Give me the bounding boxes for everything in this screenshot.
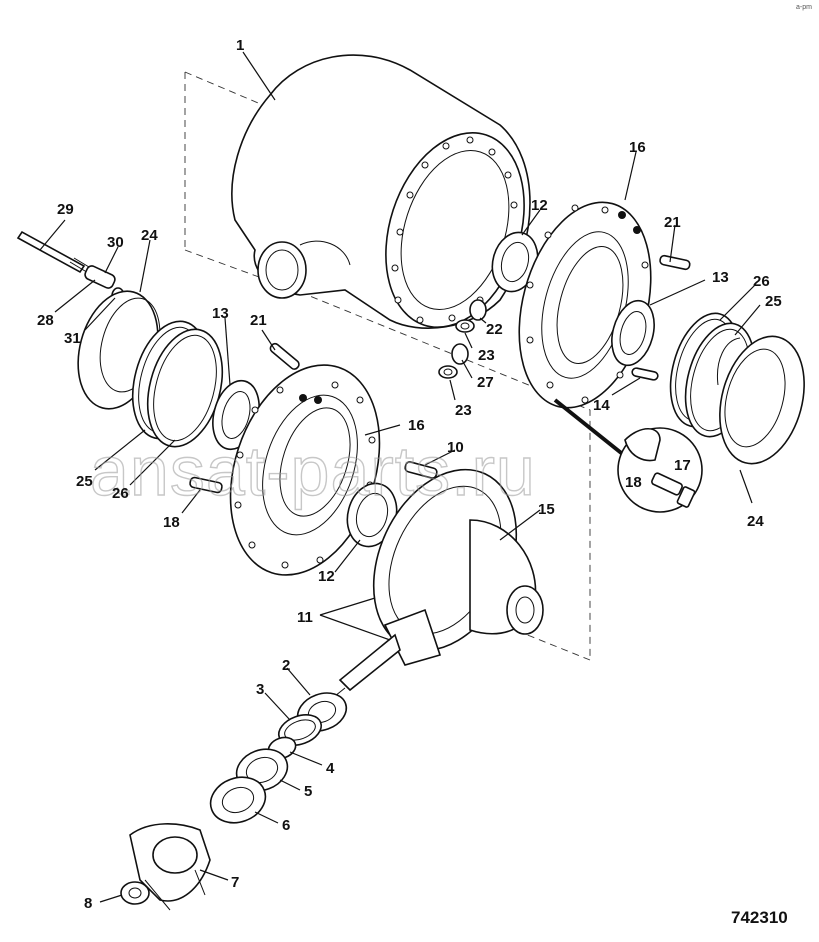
callout-17: 17 <box>674 457 691 474</box>
callout-4: 4 <box>326 760 335 777</box>
callout-12-lower: 12 <box>318 568 335 585</box>
oil-seal-6 <box>209 776 267 824</box>
spring-30 <box>84 265 116 289</box>
callout-3: 3 <box>256 681 264 698</box>
callout-1: 1 <box>236 37 244 54</box>
washer-23-lower <box>438 365 458 379</box>
end-cover-right <box>716 335 805 465</box>
callout-11: 11 <box>297 609 313 626</box>
callout-26-right: 26 <box>753 273 770 290</box>
callout-28: 28 <box>37 312 54 329</box>
callout-24-left: 24 <box>141 227 158 244</box>
pin-14 <box>631 367 659 381</box>
plug-27 <box>451 343 469 365</box>
drawing-number: 742310 <box>731 908 788 927</box>
callout-labels: 1 2 3 4 5 6 7 8 10 11 12 12 13 13 14 15 … <box>37 37 782 912</box>
callout-24-right: 24 <box>747 513 764 530</box>
pin-10 <box>404 461 438 479</box>
bolt-18-left <box>189 476 223 494</box>
callout-14: 14 <box>593 397 610 414</box>
callout-6: 6 <box>282 817 290 834</box>
callout-7: 7 <box>231 874 239 891</box>
watermark: ansat-parts.ru <box>90 432 536 510</box>
o-ring-left <box>131 320 224 448</box>
nut-8 <box>120 881 150 905</box>
callout-16-left: 16 <box>408 417 425 434</box>
callout-25-right: 25 <box>765 293 782 310</box>
callout-29: 29 <box>57 201 74 218</box>
callout-25-left: 25 <box>76 473 93 490</box>
differential-crown-wheel <box>372 468 544 652</box>
callout-27: 27 <box>477 374 494 391</box>
drive-pinion <box>329 608 442 701</box>
corner-mark: a-pm <box>796 4 812 11</box>
callout-18-left: 18 <box>163 514 180 531</box>
yoke-flange-7 <box>129 823 211 911</box>
callout-13-left: 13 <box>212 305 229 322</box>
callout-12-upper: 12 <box>531 197 548 214</box>
callout-21-right: 21 <box>664 214 681 231</box>
callout-18-right: 18 <box>625 474 642 491</box>
callout-26-left: 26 <box>112 485 129 502</box>
washer-23-upper <box>455 319 475 333</box>
pin-right <box>659 254 691 271</box>
plug-22 <box>469 299 487 321</box>
callout-5: 5 <box>304 783 312 800</box>
pin-left <box>269 342 300 370</box>
callout-23-lower: 23 <box>455 402 472 419</box>
callout-10: 10 <box>447 439 464 456</box>
callout-21-left: 21 <box>250 312 267 329</box>
callout-15: 15 <box>538 501 555 518</box>
callout-2: 2 <box>282 657 290 674</box>
callout-31: 31 <box>64 330 81 347</box>
callout-13-right: 13 <box>712 269 729 286</box>
detail-bolt-circle <box>553 398 703 513</box>
adjuster-nut-right <box>611 299 655 367</box>
callout-16-right: 16 <box>629 139 646 156</box>
callout-22: 22 <box>486 321 503 338</box>
callout-8: 8 <box>84 895 92 912</box>
leader-lines <box>39 51 761 903</box>
callout-23-upper: 23 <box>478 347 495 364</box>
callout-30: 30 <box>107 234 124 251</box>
axle-housing <box>231 54 531 329</box>
